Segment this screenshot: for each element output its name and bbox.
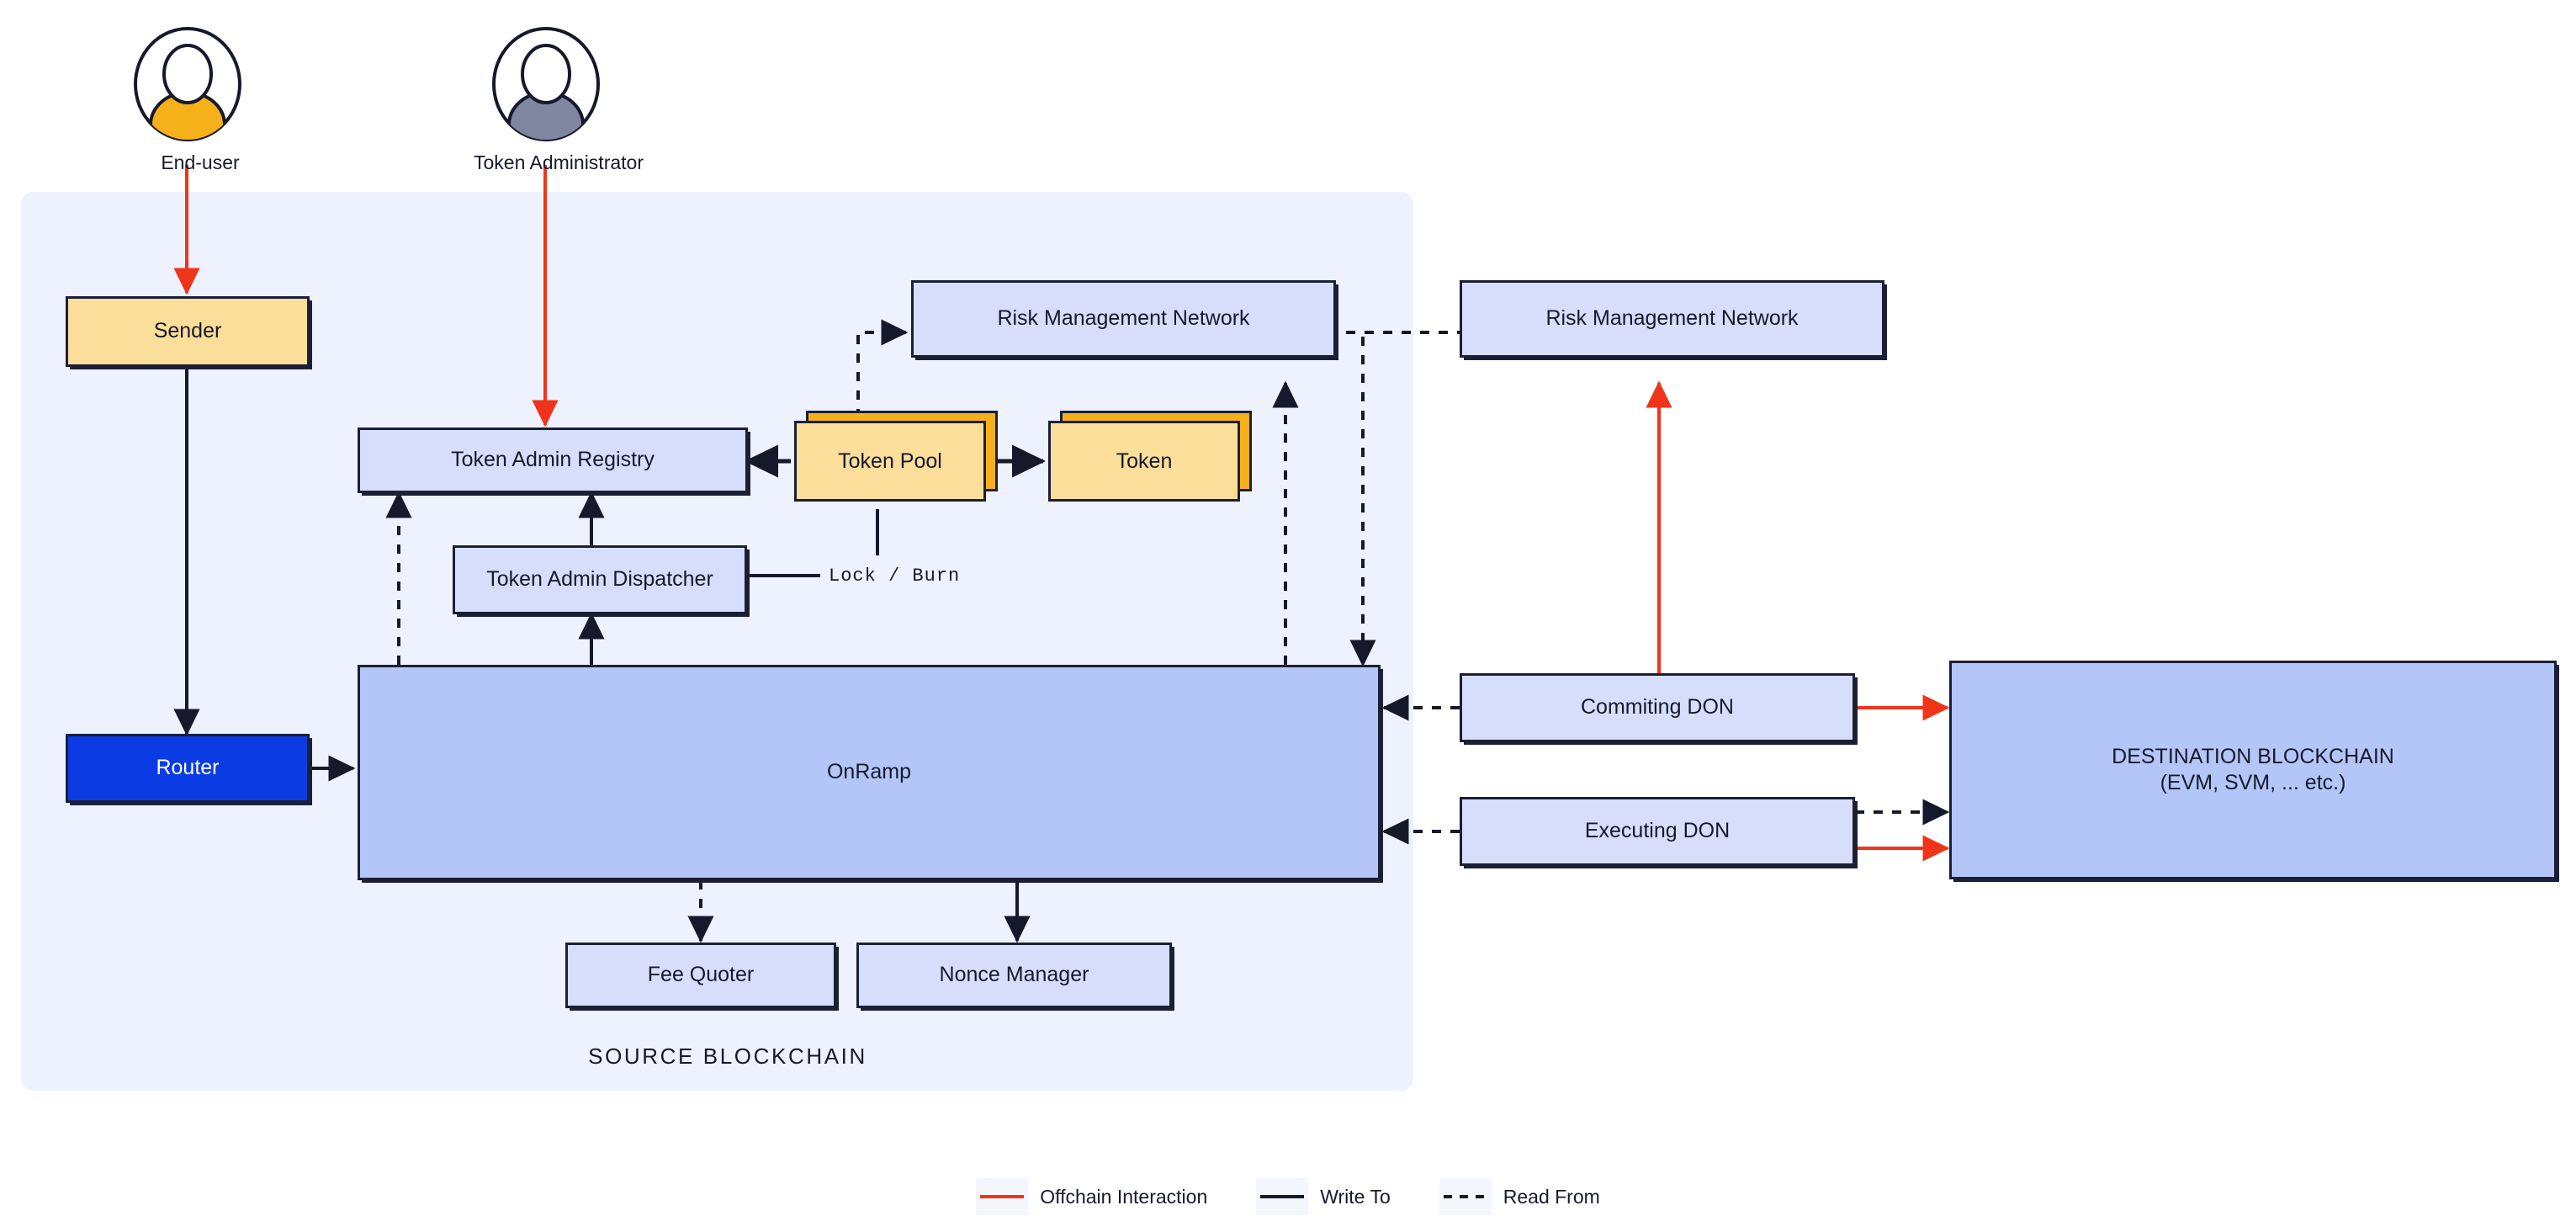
destination-blockchain-title: DESTINATION BLOCKCHAIN xyxy=(2112,744,2394,768)
legend-item-offchain-interaction: Offchain Interaction xyxy=(976,1178,1207,1215)
node-commiting-don[interactable]: Commiting DON xyxy=(1460,673,1855,742)
node-token[interactable]: Token xyxy=(1048,411,1252,502)
node-risk-management-network-source[interactable]: Risk Management Network xyxy=(911,280,1336,358)
legend-label-offchain-interaction: Offchain Interaction xyxy=(1040,1185,1208,1208)
node-token-admin-dispatcher[interactable]: Token Admin Dispatcher xyxy=(453,545,747,614)
legend-label-write-to: Write To xyxy=(1320,1185,1391,1208)
actor-end-user-label: End-user xyxy=(161,151,240,173)
node-risk-management-network-destination[interactable]: Risk Management Network xyxy=(1460,280,1884,358)
destination-blockchain-subtitle: (EVM, SVM, ... etc.) xyxy=(2160,771,2346,794)
legend-label-read-from: Read From xyxy=(1503,1185,1600,1208)
node-token-pool[interactable]: Token Pool xyxy=(794,411,998,502)
token-administrator-avatar-icon xyxy=(492,27,600,141)
legend: Offchain Interaction Write To Read From xyxy=(0,1178,2576,1215)
legend-item-write-to: Write To xyxy=(1256,1178,1391,1215)
end-user-avatar-icon xyxy=(134,27,241,141)
node-fee-quoter[interactable]: Fee Quoter xyxy=(565,943,836,1008)
legend-swatch-offchain-interaction xyxy=(976,1178,1029,1215)
legend-item-read-from: Read From xyxy=(1439,1178,1600,1215)
node-token-admin-registry[interactable]: Token Admin Registry xyxy=(358,427,748,493)
node-sender[interactable]: Sender xyxy=(66,296,310,367)
token-front: Token xyxy=(1048,421,1240,502)
source-blockchain-label: SOURCE BLOCKCHAIN xyxy=(588,1043,867,1069)
node-executing-don[interactable]: Executing DON xyxy=(1460,797,1855,866)
actor-token-administrator-label: Token Administrator xyxy=(474,151,644,173)
legend-swatch-read-from xyxy=(1439,1178,1492,1215)
token-pool-front: Token Pool xyxy=(794,421,986,502)
legend-swatch-write-to xyxy=(1256,1178,1309,1215)
edge-label-lock-burn: Lock / Burn xyxy=(829,566,961,587)
node-onramp[interactable]: OnRamp xyxy=(358,665,1381,880)
node-router[interactable]: Router xyxy=(66,734,310,803)
node-destination-blockchain[interactable]: DESTINATION BLOCKCHAIN (EVM, SVM, ... et… xyxy=(1949,661,2557,879)
node-nonce-manager[interactable]: Nonce Manager xyxy=(856,943,1172,1008)
